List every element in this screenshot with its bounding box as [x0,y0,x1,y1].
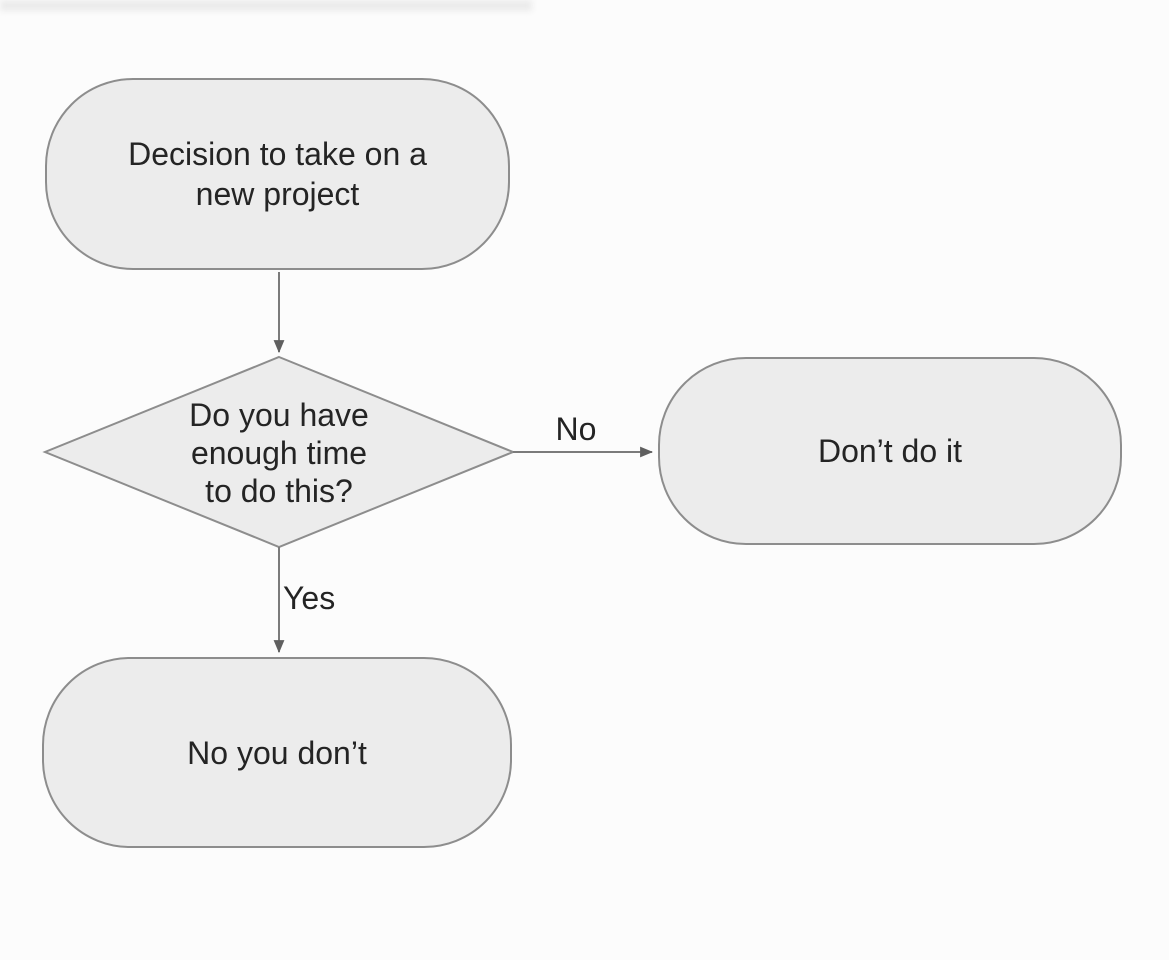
node-start-label: Decision to take on a new project [128,134,427,214]
edge-label-yes: Yes [283,580,336,616]
node-start: Decision to take on a new project [45,78,510,270]
node-dont-do-it: Don’t do it [658,357,1122,545]
edge-label-no: No [555,411,597,447]
node-decision-line-3: to do this? [205,473,353,509]
node-no-you-dont-label: No you don’t [187,734,367,771]
node-start-line-2: new project [195,176,360,212]
node-decision-line-1: Do you have [189,397,369,433]
node-decision-label: Do you have enough time to do this? [129,396,429,510]
node-decision-line-2: enough time [190,435,368,471]
node-no-you-dont: No you don’t [42,657,512,848]
node-dont-do-it-label: Don’t do it [817,433,963,469]
photo-artifact-strip [0,0,532,11]
node-start-line-1: Decision to take on a [128,136,427,172]
